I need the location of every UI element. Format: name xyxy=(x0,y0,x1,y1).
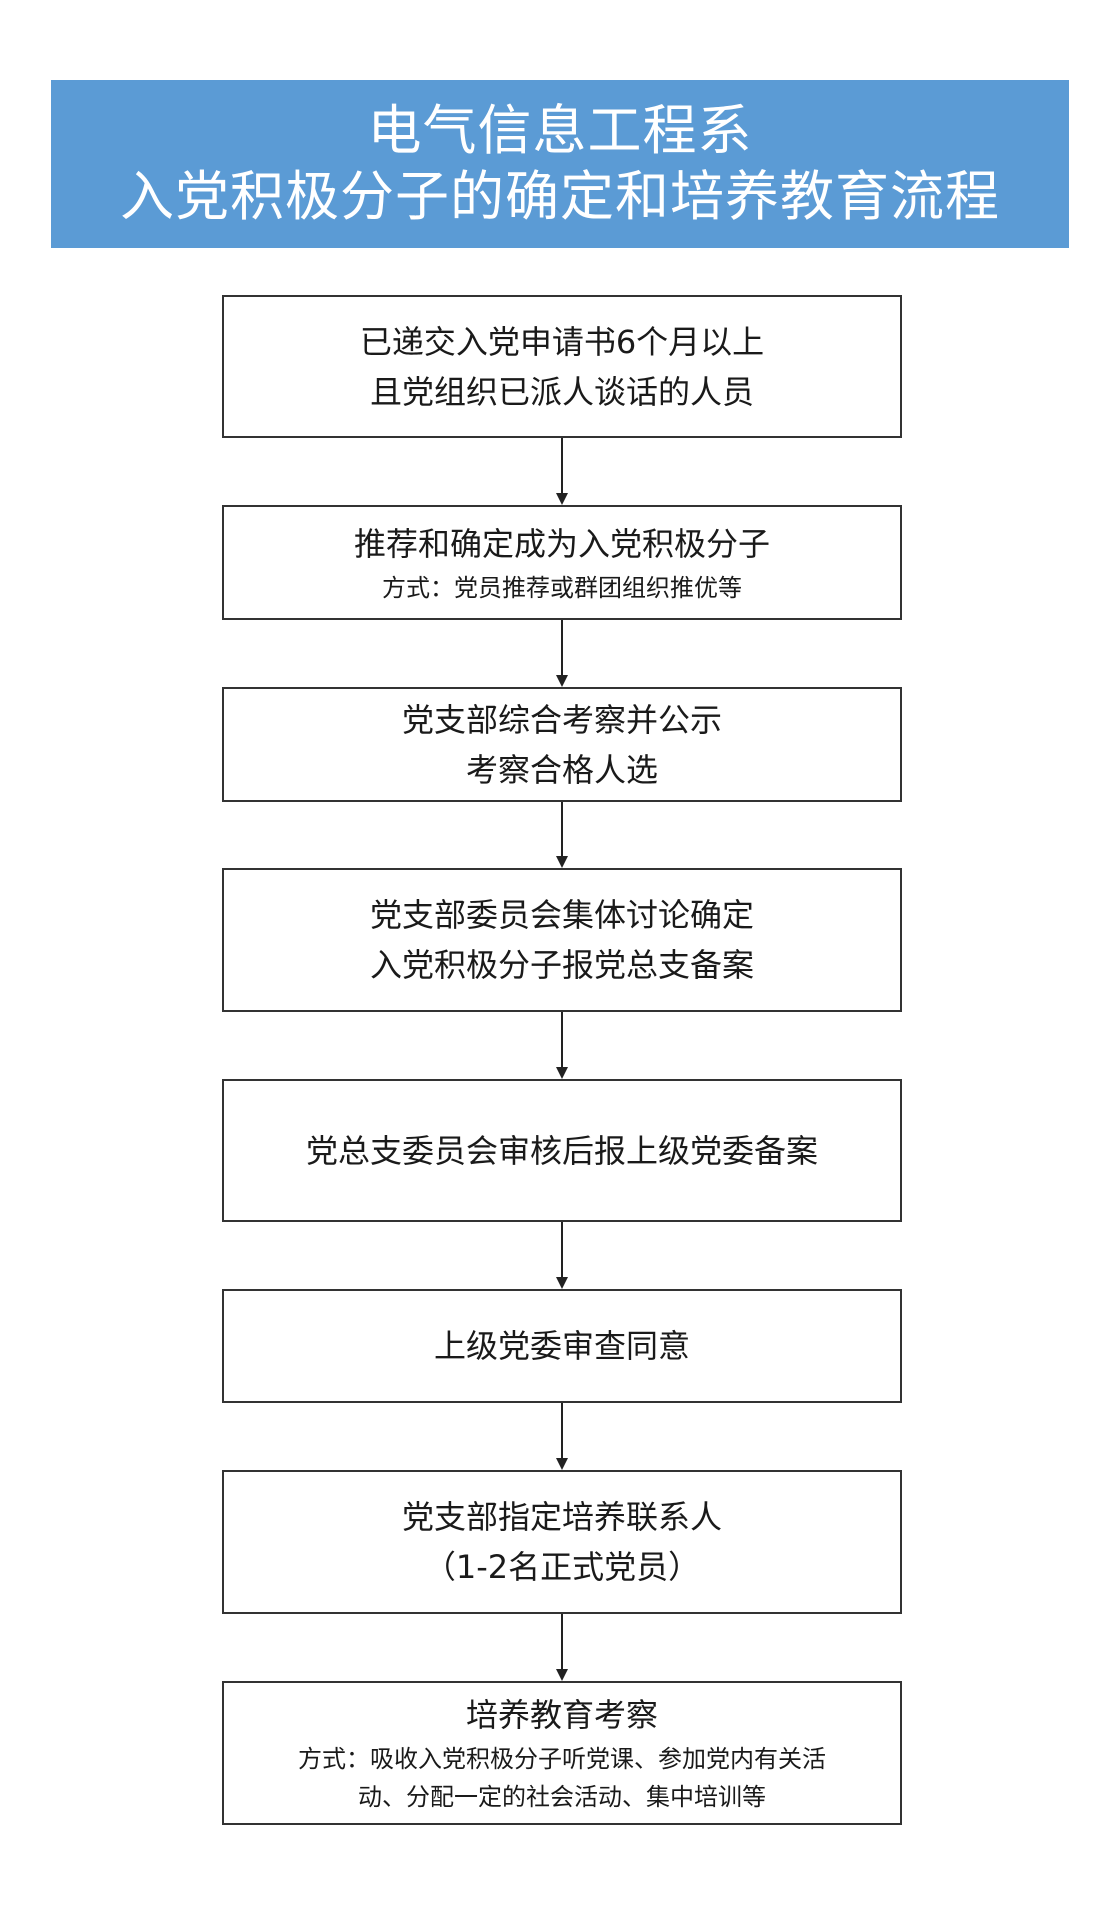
step-8-box: 培养教育考察 方式：吸收入党积极分子听党课、参加党内有关活 动、分配一定的社会活… xyxy=(222,1681,902,1825)
arrow-1-to-2 xyxy=(556,438,568,505)
step-3-line-1: 党支部综合考察并公示 xyxy=(401,700,722,739)
step-7-box: 党支部指定培养联系人 （1-2名正式党员） xyxy=(222,1470,902,1614)
step-6-line-1: 上级党委审查同意 xyxy=(433,1327,690,1365)
title-line-2: 入党积极分子的确定和培养教育流程 xyxy=(120,165,1000,228)
arrow-4-to-5 xyxy=(556,1012,568,1079)
arrow-5-to-6 xyxy=(556,1222,568,1289)
step-4-box: 党支部委员会集体讨论确定 入党积极分子报党总支备案 xyxy=(222,868,902,1012)
arrow-7-to-8 xyxy=(556,1614,568,1681)
step-8-method-line-2: 动、分配一定的社会活动、集中培训等 xyxy=(358,1783,766,1811)
step-6-box: 上级党委审查同意 xyxy=(222,1289,902,1403)
step-5-box: 党总支委员会审核后报上级党委备案 xyxy=(222,1079,902,1222)
title-banner: 电气信息工程系 入党积极分子的确定和培养教育流程 xyxy=(51,80,1069,248)
arrow-2-to-3 xyxy=(556,620,568,687)
arrow-3-to-4 xyxy=(556,802,568,868)
step-8-method-line-1: 方式：吸收入党积极分子听党课、参加党内有关活 xyxy=(298,1745,826,1773)
step-1-box: 已递交入党申请书6个月以上 且党组织已派人谈话的人员 xyxy=(222,295,902,438)
step-1-line-2: 且党组织已派人谈话的人员 xyxy=(369,372,754,411)
step-3-box: 党支部综合考察并公示 考察合格人选 xyxy=(222,687,902,802)
arrow-6-to-7 xyxy=(556,1403,568,1470)
step-8-line-1: 培养教育考察 xyxy=(465,1696,658,1734)
step-2-method: 方式：党员推荐或群团组织推优等 xyxy=(382,573,742,602)
step-7-line-1: 党支部指定培养联系人 xyxy=(401,1498,722,1536)
step-3-line-2: 考察合格人选 xyxy=(465,750,658,789)
step-2-box: 推荐和确定成为入党积极分子 方式：党员推荐或群团组织推优等 xyxy=(222,505,902,620)
step-2-line-1: 推荐和确定成为入党积极分子 xyxy=(353,524,770,563)
title-line-1: 电气信息工程系 xyxy=(367,99,753,162)
step-7-line-2: （1-2名正式党员） xyxy=(423,1548,701,1586)
step-4-line-2: 入党积极分子报党总支备案 xyxy=(369,946,754,984)
step-4-line-1: 党支部委员会集体讨论确定 xyxy=(369,896,754,934)
step-5-line-1: 党总支委员会审核后报上级党委备案 xyxy=(305,1131,818,1170)
step-1-line-1: 已递交入党申请书6个月以上 xyxy=(359,322,765,361)
